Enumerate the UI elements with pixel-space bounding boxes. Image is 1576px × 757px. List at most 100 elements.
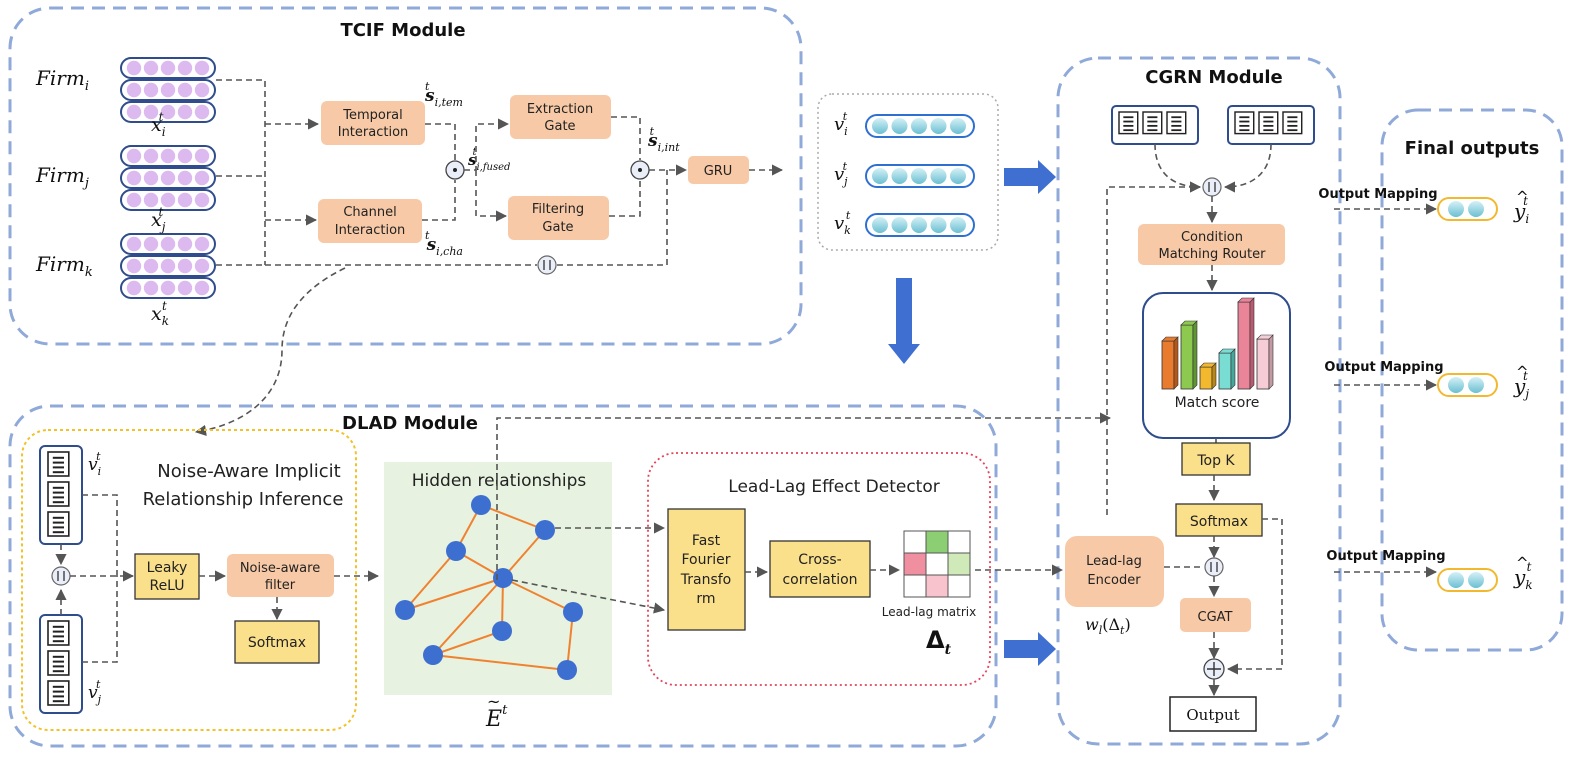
- v-vector-cell: [891, 217, 908, 233]
- embedding-cell: [194, 148, 210, 164]
- v-vectors-box: [817, 93, 999, 251]
- cgrn-module-border: [1056, 56, 1342, 746]
- graph-node: [395, 600, 415, 620]
- embedding-cell: [143, 192, 159, 208]
- v-vector-cell: [930, 168, 947, 184]
- cgrn-module-title: CGRN Module: [1145, 67, 1283, 88]
- graph-node: [535, 520, 555, 540]
- channel-interaction-line2: Interaction: [335, 223, 406, 238]
- w-label: wl(Δt): [1085, 615, 1131, 637]
- output-vector-cell: [1468, 201, 1484, 217]
- output-mapping-j: Output Mapping: [1324, 360, 1443, 375]
- e-tilde-label: Et: [485, 703, 508, 732]
- y-hat-k-label: ykt: [1513, 560, 1533, 592]
- output-vector-cell: [1448, 572, 1464, 588]
- embedding-cell: [126, 60, 142, 76]
- embedding-cell: [143, 280, 159, 296]
- match-score-bar: [1218, 352, 1232, 390]
- temporal-interaction-box: [321, 101, 425, 145]
- matrix-cell: [903, 530, 927, 554]
- v-vector-cell: [950, 217, 966, 233]
- final-outputs-border: [1380, 108, 1564, 652]
- v-vector-cell: [950, 118, 966, 134]
- embedding-cell: [160, 258, 176, 274]
- embedding-cell: [160, 60, 176, 76]
- embedding-cell: [126, 192, 142, 208]
- noise-aware-title-line2: Relationship Inference: [143, 489, 344, 510]
- embedding-cell: [177, 170, 193, 186]
- x-i-label: xit: [151, 110, 166, 139]
- dlad-v-i-label: vit: [88, 450, 101, 478]
- channel-interaction-line1: Channel: [343, 205, 396, 220]
- svg-text:~: ~: [487, 692, 500, 711]
- graph-node: [446, 541, 466, 561]
- v-vector-rows: [865, 114, 975, 237]
- embedding-cell: [126, 236, 142, 252]
- graph-node: [493, 568, 513, 588]
- v-vector-cell: [911, 217, 927, 233]
- match-score-bar: [1256, 338, 1270, 390]
- embedding-cell: [177, 236, 193, 252]
- match-score-label: Match score: [1175, 395, 1260, 411]
- extraction-gate-line2: Gate: [544, 119, 575, 134]
- gru-box: [688, 156, 749, 184]
- cgat-label: CGAT: [1198, 610, 1233, 625]
- embedding-cell: [126, 280, 142, 296]
- embedding-cell: [143, 170, 159, 186]
- cross-correlation-line2: correlation: [782, 572, 857, 588]
- tcif-module-title: TCIF Module: [340, 20, 465, 41]
- channel-interaction-box: [318, 199, 422, 243]
- embedding-cell: [160, 82, 176, 98]
- v-i-label: vit: [834, 110, 848, 138]
- lead-lag-encoder-line1: Lead-lag: [1086, 554, 1142, 569]
- embedding-cell: [143, 60, 159, 76]
- output-vectors: [1437, 197, 1498, 592]
- embedding-cell: [126, 170, 142, 186]
- noise-aware-filter-line1: Noise-aware: [240, 561, 320, 576]
- fft-line4: rm: [696, 591, 715, 607]
- embedding-cell: [194, 104, 210, 120]
- v-vector-cell: [872, 217, 888, 233]
- topk-box: [1181, 442, 1251, 476]
- fft-line3: Transfo: [680, 572, 732, 588]
- cgrn-concat2-icon: [1204, 557, 1224, 577]
- match-score-bar: [1180, 324, 1194, 390]
- output-mapping-k: Output Mapping: [1326, 549, 1445, 564]
- matrix-cell: [903, 574, 927, 598]
- v-vector-cell: [911, 168, 927, 184]
- v-vector-cell: [930, 217, 947, 233]
- graph-node: [471, 495, 491, 515]
- embedding-cell: [143, 104, 159, 120]
- temporal-interaction-line1: Temporal: [342, 108, 403, 123]
- s-tem-label: si,temt: [424, 80, 463, 109]
- cross-correlation-line1: Cross-: [798, 552, 841, 568]
- x-k-label: xkt: [151, 299, 169, 328]
- lead-lag-encoder-box: [1065, 536, 1164, 607]
- dlad-softmax-label: Softmax: [248, 635, 306, 651]
- matrix-cell: [947, 552, 971, 576]
- output-vector-pill: [1437, 373, 1498, 397]
- matrix-cell: [925, 552, 949, 576]
- y-hat-j-label: yjt: [1513, 369, 1529, 401]
- embedding-cell: [126, 148, 142, 164]
- filtering-gate-box: [508, 196, 609, 240]
- firm-j-label: Firmj: [35, 163, 89, 191]
- embedding-cell: [160, 236, 176, 252]
- output-label: Output: [1186, 706, 1239, 724]
- cgrn-building-icons: [1111, 105, 1315, 145]
- svg-text:^: ^: [1516, 363, 1529, 381]
- leaky-relu-line1: Leaky: [147, 560, 188, 576]
- to-cgrn-arrow-top: [1004, 160, 1056, 194]
- matrix-cell: [947, 530, 971, 554]
- embedding-cell: [194, 170, 210, 186]
- embedding-cell: [160, 104, 176, 120]
- final-outputs-title: Final outputs: [1405, 138, 1540, 159]
- output-vector-pill: [1437, 568, 1498, 592]
- noise-aware-filter-box: [227, 554, 334, 597]
- output-vector-pill: [1437, 197, 1498, 221]
- matrix-cell: [925, 530, 949, 554]
- hidden-relationships-graph: [395, 495, 583, 680]
- embedding-cell: [143, 236, 159, 252]
- to-cgrn-arrow-bottom: [1004, 632, 1056, 666]
